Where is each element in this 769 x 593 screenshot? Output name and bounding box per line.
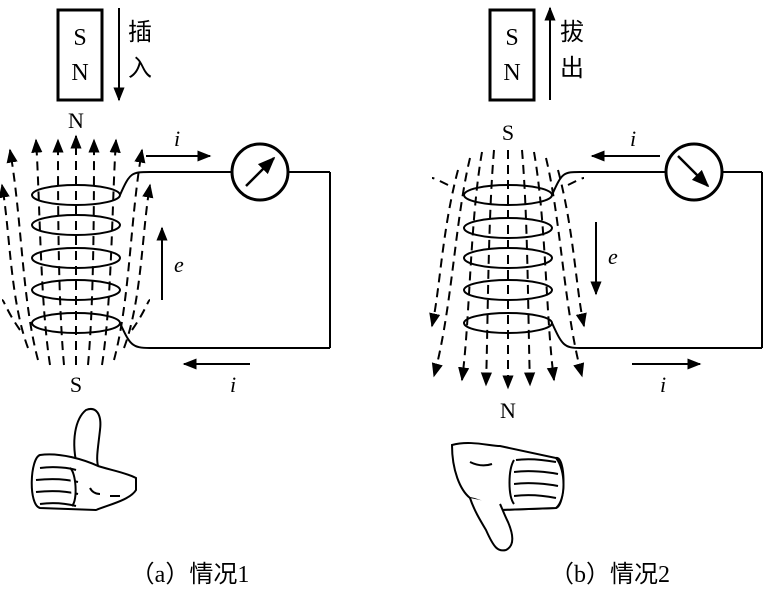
bar-magnet (488, 8, 536, 102)
coil-pole-top-label: S (502, 120, 514, 145)
circuit-wire (150, 171, 331, 349)
caption-b: （b）情况2 (550, 561, 670, 588)
coil-pole-bottom-label: S (70, 372, 82, 397)
coil (31, 171, 151, 349)
galvanometer (230, 142, 290, 202)
coil (463, 171, 581, 349)
magnetic-field-lines (429, 149, 587, 390)
magnet-pole-n-label: N (71, 60, 88, 86)
current-label-top: i (630, 126, 636, 151)
right-hand-thumb-up-icon (30, 408, 137, 512)
current-label-top: i (174, 126, 180, 151)
coil-pole-bottom-label: N (500, 398, 516, 423)
motion-label-2: 出 (560, 55, 584, 82)
panel-b: S N 拔 出 S N (429, 6, 763, 588)
magnetic-field-lines (0, 134, 154, 366)
panel-a: S N 插 入 N S (0, 8, 331, 588)
emf-label: e (608, 244, 618, 269)
current-label-bottom: i (230, 372, 236, 397)
current-label-bottom: i (660, 372, 666, 397)
coil-pole-top-label: N (68, 108, 84, 133)
emf-label: e (174, 252, 184, 277)
magnet-pole-s-label: S (73, 25, 86, 51)
motion-label-1: 拔 (560, 19, 584, 46)
galvanometer-needle (677, 155, 710, 188)
motion-label-1: 插 (128, 19, 152, 46)
magnet-pole-s-label: S (505, 25, 518, 51)
magnet-pole-n-label: N (503, 60, 520, 86)
galvanometer (664, 142, 724, 202)
caption-a: （a）情况1 (131, 561, 250, 588)
motion-label-2: 入 (128, 56, 152, 82)
galvanometer-needle (245, 156, 276, 187)
circuit-wire (580, 171, 763, 349)
bar-magnet (56, 8, 104, 102)
right-hand-thumb-down-icon (450, 442, 565, 552)
